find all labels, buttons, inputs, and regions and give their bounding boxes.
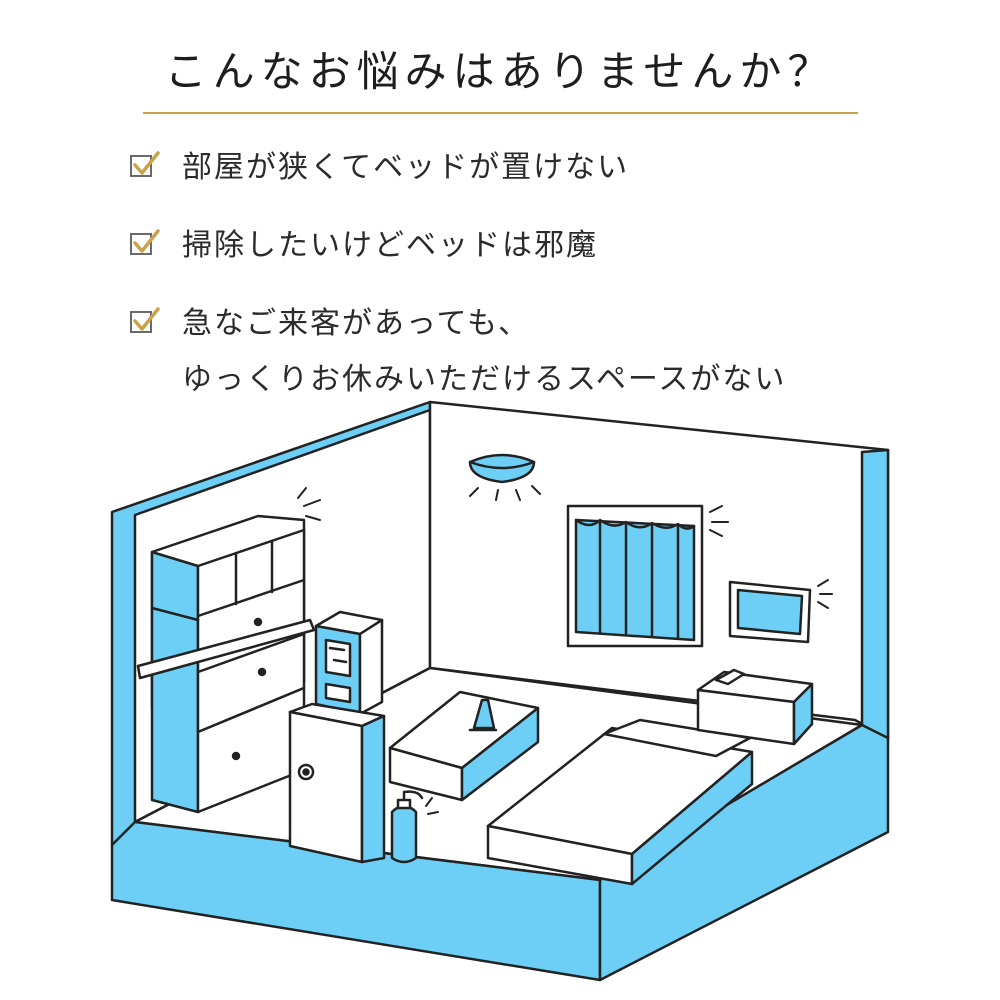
concern-checklist: 部屋が狭くてベッドが置けない 掃除したいけどベッドは邪魔 急なご来客があっても、… [130, 140, 970, 430]
small-cabinet-icon [314, 610, 384, 716]
wall-picture-icon [728, 579, 833, 644]
title-divider [143, 112, 858, 114]
checkbox-checked-icon [130, 151, 160, 177]
ceiling-light-icon [468, 453, 541, 501]
page-title: こんなお悩みはありませんか？ [164, 47, 836, 96]
fire-extinguisher-icon [390, 790, 439, 864]
checkbox-checked-icon [130, 229, 160, 255]
checklist-item-text: 部屋が狭くてベッドが置けない [182, 150, 630, 185]
checklist-item: 掃除したいけどベッドは邪魔 [130, 218, 970, 274]
curtained-window-icon [566, 504, 729, 648]
side-chest-icon [696, 668, 814, 746]
low-table-icon [388, 690, 540, 802]
bed-icon [486, 718, 754, 886]
checkbox-checked-icon [130, 307, 160, 333]
room-illustration [110, 400, 890, 982]
checklist-item-text: 急なご来客があっても、 [182, 306, 531, 341]
front-wall-right [598, 723, 890, 982]
storage-shelf-icon [136, 487, 321, 814]
checklist-item: 部屋が狭くてベッドが置けない [130, 140, 970, 196]
checklist-item: 急なご来客があっても、 ゆっくりお休みいただけるスペースがない [130, 296, 970, 408]
door-icon [288, 702, 386, 864]
checklist-item-text: ゆっくりお休みいただけるスペースがない [182, 362, 787, 397]
checklist-item-text: 掃除したいけどベッドは邪魔 [182, 228, 598, 263]
